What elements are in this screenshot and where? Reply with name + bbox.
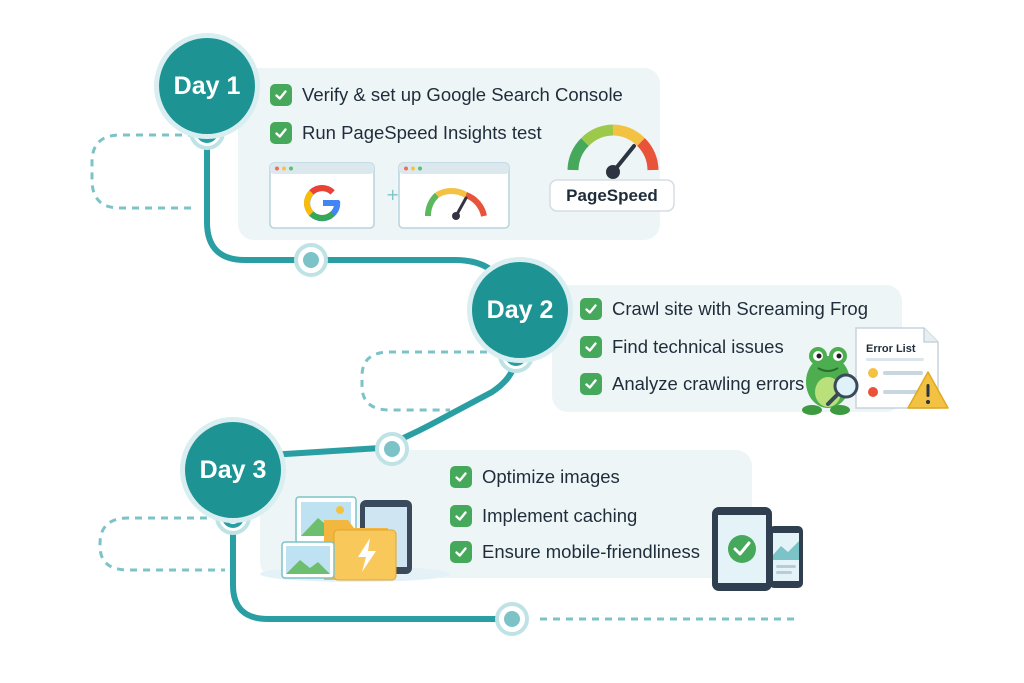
pagespeed-badge-label: PageSpeed <box>566 186 658 205</box>
node-after-day-1 <box>294 243 328 277</box>
day-2-task-1: Crawl site with Screaming Frog <box>580 298 868 320</box>
day-3-task-1: Optimize images <box>450 466 620 488</box>
node-after-day-2 <box>375 432 409 466</box>
error-list-title: Error List <box>866 343 916 355</box>
day-2-badge: Day 2 <box>472 262 568 358</box>
day-3-badge: Day 3 <box>185 422 281 518</box>
checkmark-icon <box>580 373 602 395</box>
day-3-label: Day 3 <box>199 455 267 484</box>
task-label: Crawl site with Screaming Frog <box>612 298 868 319</box>
day-1-task-1: Verify & set up Google Search Console <box>270 84 623 106</box>
checkmark-icon <box>450 505 472 527</box>
checkmark-icon <box>270 84 292 106</box>
task-label: Ensure mobile-friendliness <box>482 541 700 562</box>
checkmark-icon <box>580 298 602 320</box>
node-end <box>495 602 529 636</box>
day-3-task-2: Implement caching <box>450 505 637 527</box>
task-label: Analyze crawling errors <box>612 373 805 394</box>
day-3-dashed-loop <box>98 516 225 572</box>
task-label: Run PageSpeed Insights test <box>302 122 542 143</box>
task-label: Find technical issues <box>612 336 784 357</box>
checkmark-icon <box>270 122 292 144</box>
task-label: Verify & set up Google Search Console <box>302 84 623 105</box>
checkmark-icon <box>450 466 472 488</box>
task-label: Implement caching <box>482 505 638 526</box>
task-label: Optimize images <box>482 466 620 487</box>
day-1-badge: Day 1 <box>159 38 255 134</box>
day-2-task-2: Find technical issues <box>580 336 784 358</box>
day-1-label: Day 1 <box>173 71 241 100</box>
day-2-dashed-loop <box>360 350 500 412</box>
day-2-task-3: Analyze crawling errors <box>580 373 804 395</box>
checkmark-icon <box>450 541 472 563</box>
day-2-label: Day 2 <box>486 295 554 324</box>
day-1-task-2: Run PageSpeed Insights test <box>270 122 542 144</box>
checkmark-icon <box>580 336 602 358</box>
day-3-task-3: Ensure mobile-friendliness <box>450 541 700 563</box>
main-path-lower <box>230 512 503 622</box>
day-1-dashed-loop <box>90 133 197 210</box>
